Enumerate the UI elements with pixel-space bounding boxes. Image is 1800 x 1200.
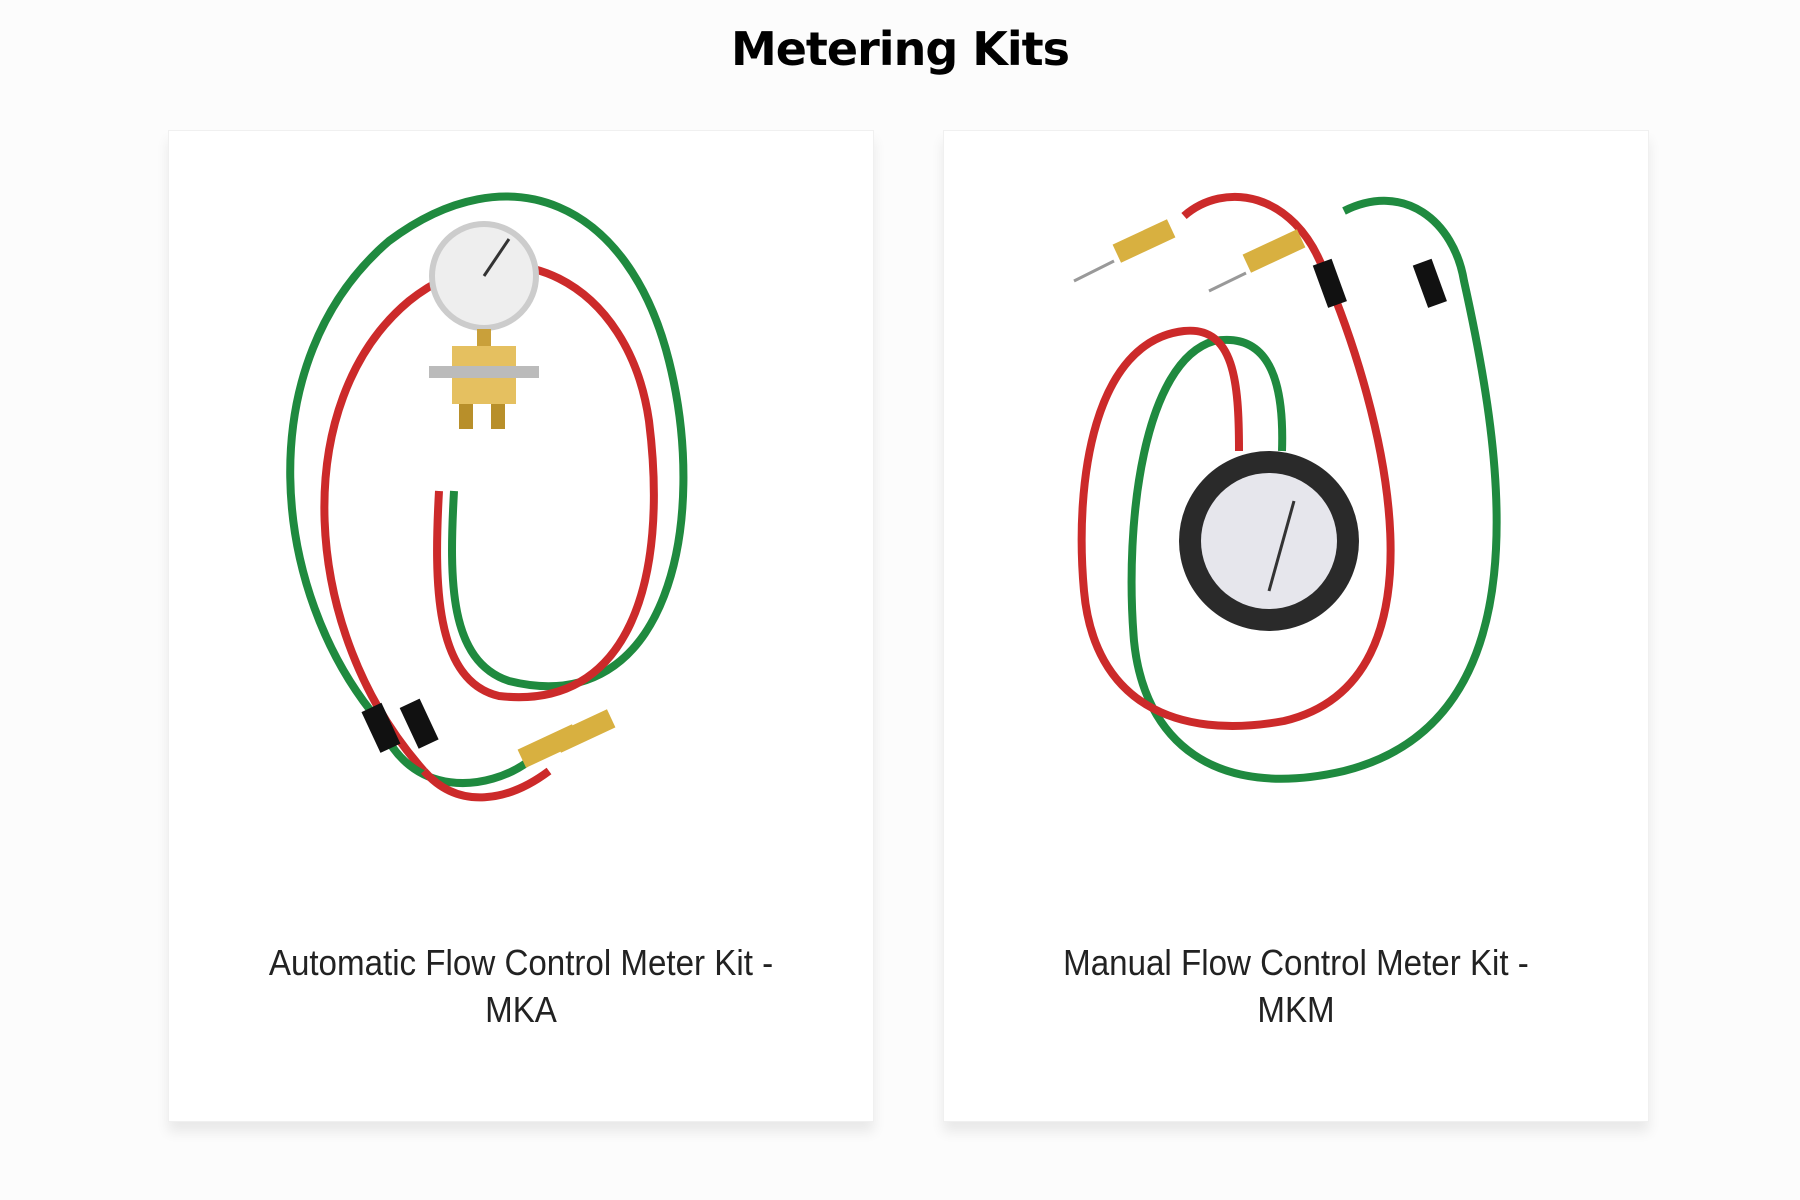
product-name-line1: Automatic Flow Control Meter Kit - <box>268 942 774 983</box>
product-name-line2: MKA <box>485 989 557 1030</box>
product-image-mkm[interactable] <box>984 161 1608 881</box>
product-card-mkm[interactable]: Manual Flow Control Meter Kit - MKM <box>943 130 1649 1122</box>
page-title: Metering Kits <box>730 22 1070 76</box>
product-card-mka[interactable]: Automatic Flow Control Meter Kit - MKA <box>168 130 874 1122</box>
product-name-line1: Manual Flow Control Meter Kit - <box>1063 942 1529 983</box>
product-image-mka[interactable] <box>209 161 833 881</box>
product-name-mkm[interactable]: Manual Flow Control Meter Kit - MKM <box>1000 939 1592 1033</box>
product-name-line2: MKM <box>1257 989 1335 1030</box>
product-name-mka[interactable]: Automatic Flow Control Meter Kit - MKA <box>225 939 817 1033</box>
